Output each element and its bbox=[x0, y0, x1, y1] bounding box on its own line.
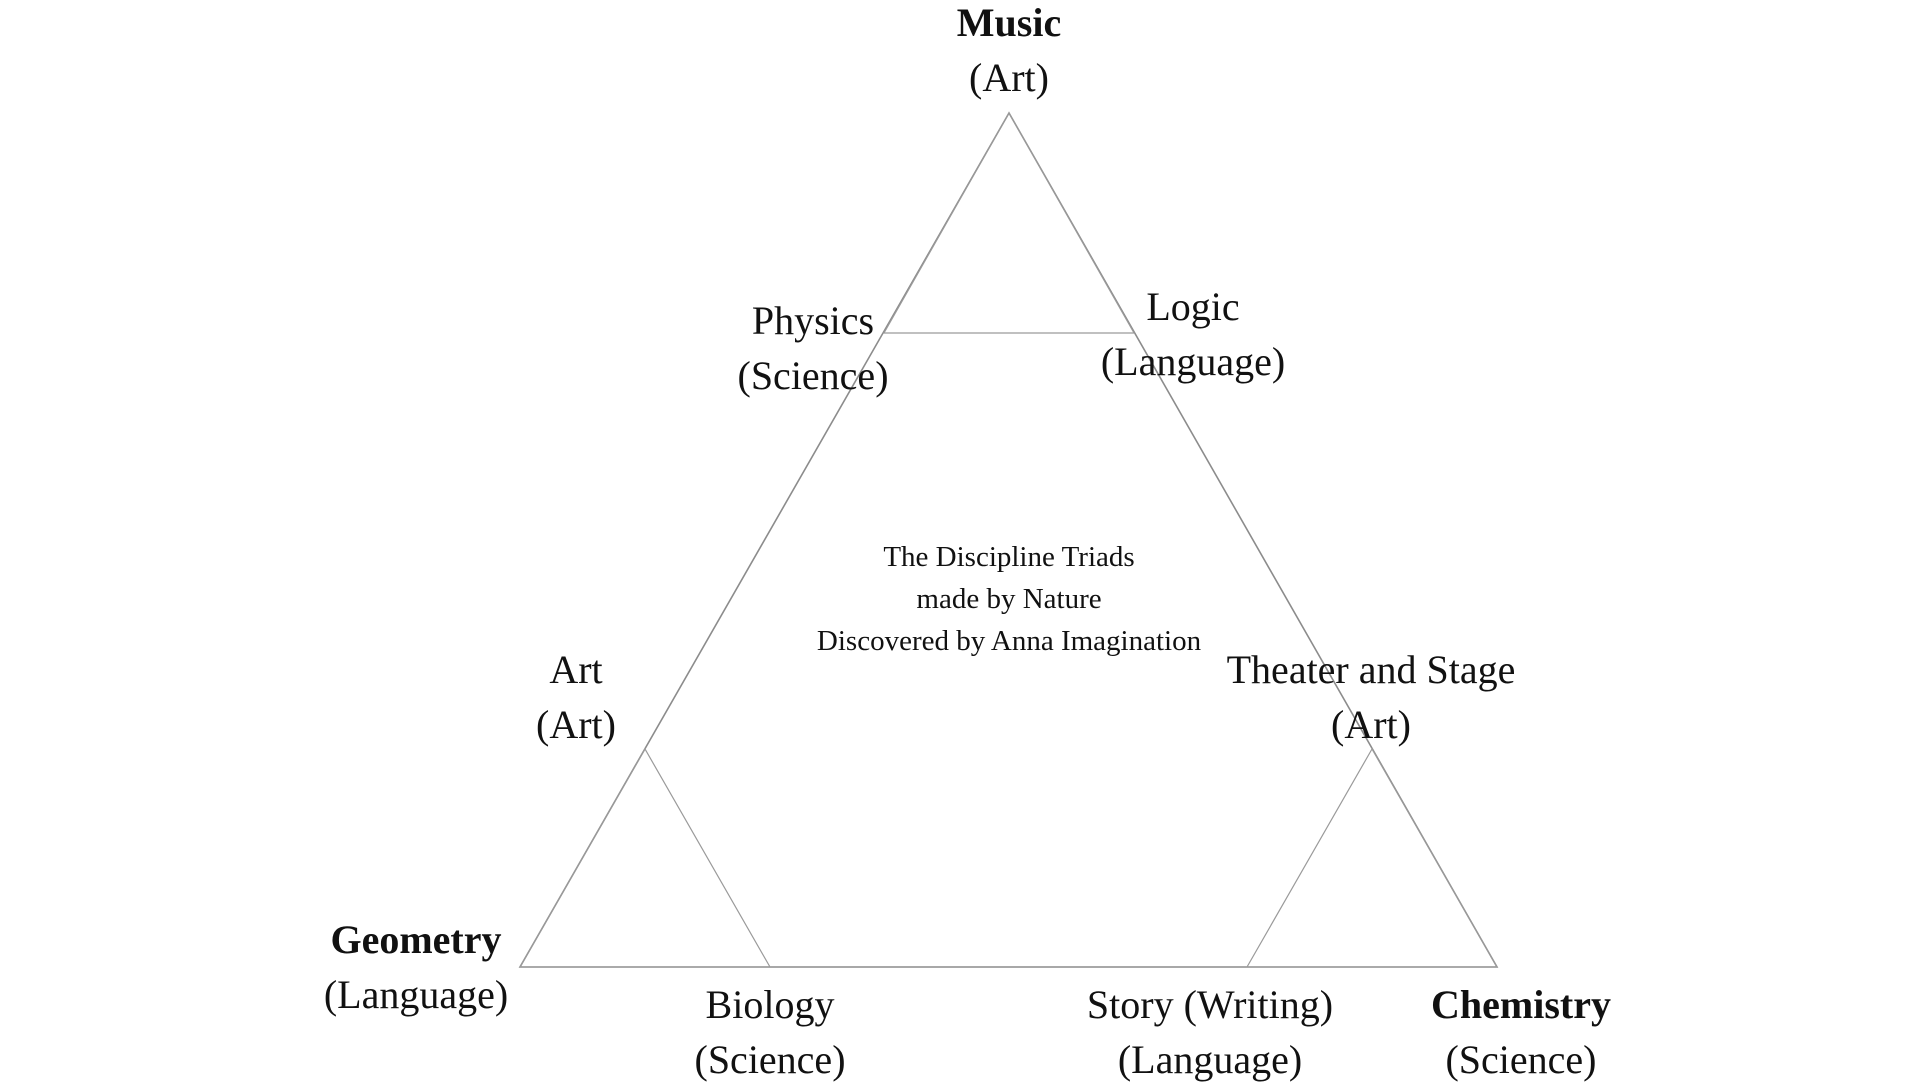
node-art: Art (Art) bbox=[536, 642, 616, 752]
node-theater-name: Theater and Stage bbox=[1226, 647, 1516, 692]
node-geometry-name: Geometry bbox=[330, 917, 502, 962]
node-physics: Physics (Science) bbox=[737, 293, 888, 403]
node-chemistry-category: (Science) bbox=[1445, 1037, 1597, 1082]
left-triad-triangle bbox=[518, 747, 772, 968]
node-biology-name: Biology bbox=[705, 982, 835, 1027]
node-geometry: Geometry (Language) bbox=[324, 912, 508, 1022]
node-theater-category: (Art) bbox=[1331, 702, 1411, 747]
node-story-name: Story (Writing) bbox=[1086, 982, 1334, 1027]
node-logic: Logic (Language) bbox=[1101, 279, 1285, 389]
node-music: Music (Art) bbox=[957, 0, 1061, 105]
node-biology: Biology (Science) bbox=[694, 977, 845, 1087]
node-biology-category: (Science) bbox=[694, 1037, 846, 1082]
node-theater-and-stage: Theater and Stage (Art) bbox=[1227, 642, 1516, 752]
node-story-writing: Story (Writing) (Language) bbox=[1087, 977, 1333, 1087]
node-chemistry-name: Chemistry bbox=[1431, 982, 1611, 1027]
node-art-name: Art bbox=[549, 647, 603, 692]
diagram-caption: The Discipline Triads made by Nature Dis… bbox=[817, 536, 1201, 662]
node-logic-category: (Language) bbox=[1100, 339, 1286, 384]
node-logic-name: Logic bbox=[1146, 284, 1240, 329]
node-physics-category: (Science) bbox=[737, 353, 889, 398]
caption-subtitle: made by Nature bbox=[916, 583, 1102, 615]
node-chemistry: Chemistry (Science) bbox=[1431, 977, 1611, 1087]
node-story-category: (Language) bbox=[1117, 1037, 1303, 1082]
caption-title: The Discipline Triads bbox=[883, 541, 1135, 573]
node-physics-name: Physics bbox=[751, 298, 875, 343]
top-triad-triangle bbox=[882, 111, 1136, 334]
node-art-category: (Art) bbox=[536, 702, 616, 747]
caption-credit: Discovered by Anna Imagination bbox=[816, 625, 1202, 657]
node-music-name: Music bbox=[956, 0, 1062, 45]
right-triad-triangle bbox=[1245, 747, 1499, 968]
node-geometry-category: (Language) bbox=[323, 972, 509, 1017]
node-music-category: (Art) bbox=[969, 55, 1049, 100]
outer-triangle bbox=[518, 111, 1499, 968]
